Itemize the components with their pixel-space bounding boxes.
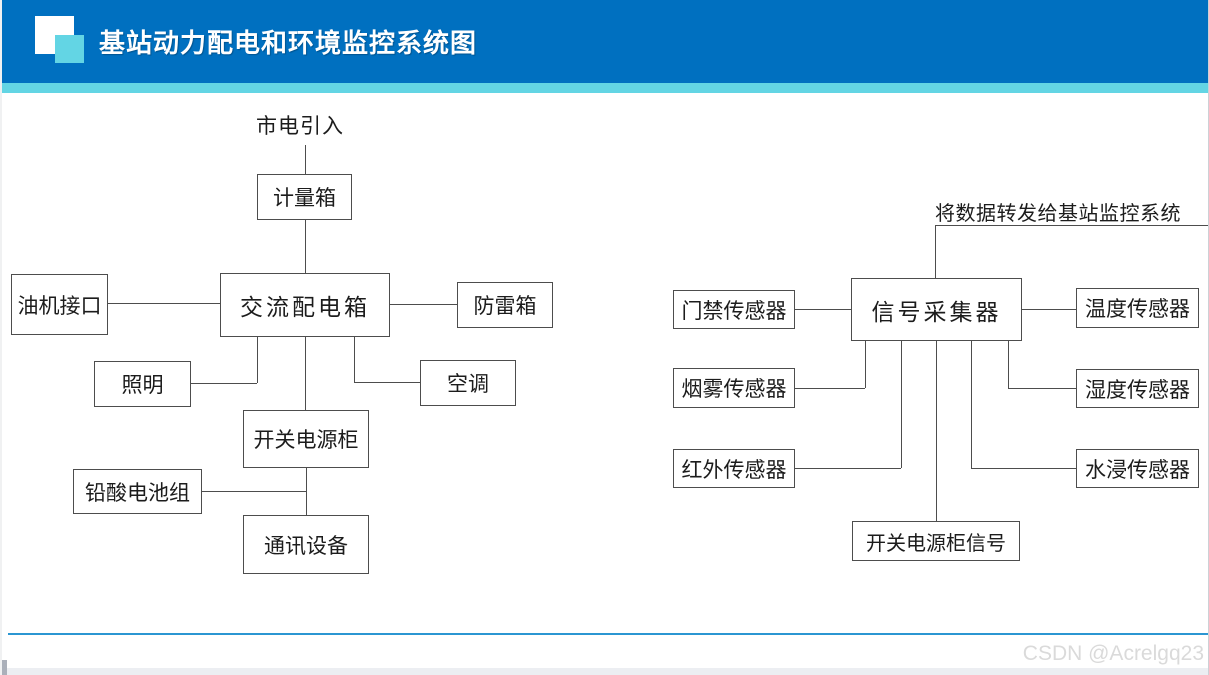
bottom-strip xyxy=(2,668,1208,675)
connector-line xyxy=(354,382,420,383)
connector-line xyxy=(936,341,937,521)
connector-line xyxy=(306,468,307,515)
connector-line xyxy=(971,468,1076,469)
logo-cyan-square xyxy=(55,35,84,63)
node-infrared-sensor: 红外传感器 xyxy=(673,449,795,488)
header-accent-strip xyxy=(2,83,1208,93)
node-water-sensor: 水浸传感器 xyxy=(1076,449,1199,488)
connector-line xyxy=(305,337,306,410)
node-signal-collector: 信号采集器 xyxy=(851,278,1022,341)
connector-line xyxy=(202,491,306,492)
node-switching-power-cabinet: 开关电源柜 xyxy=(243,410,369,468)
connector-line xyxy=(901,341,902,468)
label-mains-power-input: 市电引入 xyxy=(256,114,344,138)
node-temperature-sensor: 温度传感器 xyxy=(1076,288,1199,328)
footer-divider-line xyxy=(8,633,1208,635)
connector-line xyxy=(1008,388,1076,389)
node-air-conditioner: 空调 xyxy=(420,360,516,406)
node-generator-interface: 油机接口 xyxy=(11,274,108,335)
connector-line xyxy=(305,220,306,273)
connector-line xyxy=(865,341,866,388)
node-switching-power-signal: 开关电源柜信号 xyxy=(852,521,1020,561)
node-door-sensor: 门禁传感器 xyxy=(673,290,795,329)
connector-line xyxy=(191,383,257,384)
connector-line xyxy=(108,303,220,304)
connector-line xyxy=(305,145,306,174)
label-forward-data-note: 将数据转发给基站监控系统 xyxy=(935,201,1181,225)
connector-line xyxy=(795,388,865,389)
watermark-text: CSDN @Acrelgq23 xyxy=(1022,642,1204,665)
node-lead-acid-battery: 铅酸电池组 xyxy=(73,469,202,514)
node-metering-box: 计量箱 xyxy=(257,174,352,220)
connector-line xyxy=(935,225,936,278)
bottom-left-corner-chip xyxy=(2,660,7,675)
node-ac-distribution-box: 交流配电箱 xyxy=(220,273,390,337)
node-communication-equipment: 通讯设备 xyxy=(243,515,369,574)
connector-line xyxy=(795,468,901,469)
connector-line xyxy=(935,225,1208,226)
node-lightning-protection-box: 防雷箱 xyxy=(457,282,553,328)
node-humidity-sensor: 湿度传感器 xyxy=(1076,369,1199,408)
connector-line xyxy=(971,341,972,468)
connector-line xyxy=(257,337,258,383)
connector-line xyxy=(390,304,457,305)
connector-line xyxy=(354,337,355,382)
page-title: 基站动力配电和环境监控系统图 xyxy=(99,28,478,58)
connector-line xyxy=(795,309,851,310)
node-lighting: 照明 xyxy=(94,361,191,407)
node-smoke-sensor: 烟雾传感器 xyxy=(673,368,795,408)
connector-line xyxy=(1008,341,1009,388)
connector-line xyxy=(1022,309,1076,310)
header-bar xyxy=(2,0,1208,83)
